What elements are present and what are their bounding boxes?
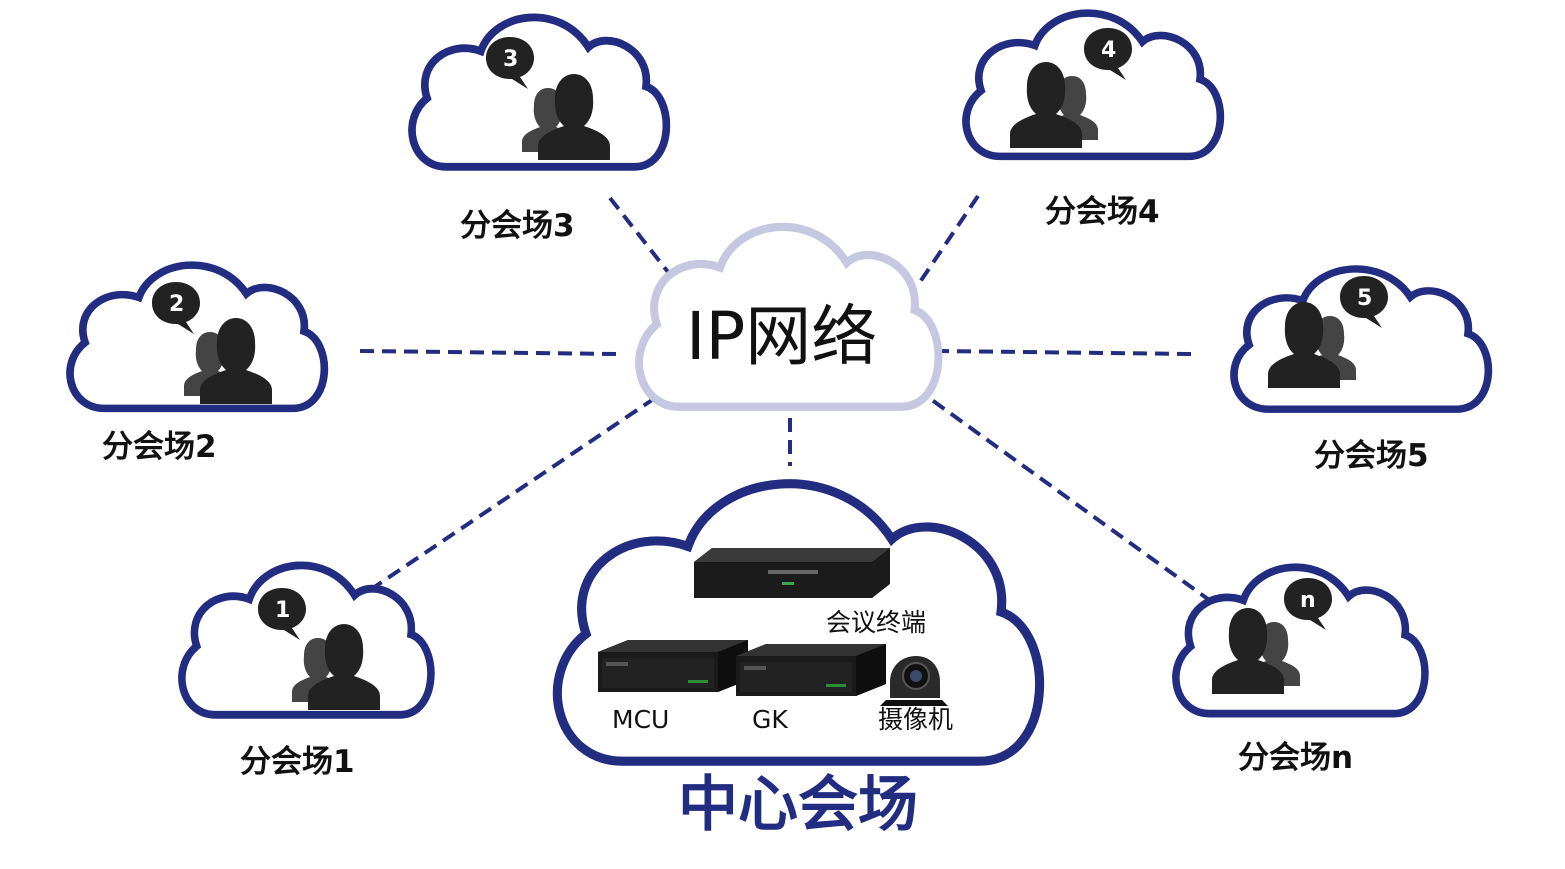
site-4: 4 分会场4 [966,13,1220,230]
center-site: 会议终端 MCU GK 摄像机 中心会场 [557,484,1039,840]
gk-label: GK [752,705,788,734]
connector-site5 [934,349,1194,356]
speech-bubble-icon: 1 [258,588,306,640]
conference-terminal-icon [694,548,890,598]
svg-text:5: 5 [1357,286,1372,311]
site-4-label: 分会场4 [1045,194,1160,230]
speech-bubble-icon: 4 [1084,28,1132,80]
ip-network-cloud: IP网络 [639,227,938,407]
mcu-label: MCU [612,705,669,734]
site-1: 1 分会场1 [182,565,431,780]
connector-lines [359,194,1214,604]
mcu-server-icon [598,640,748,692]
svg-text:n: n [1300,588,1316,613]
speech-bubble-icon: n [1284,578,1332,630]
svg-text:2: 2 [169,292,184,317]
site-2: 2 分会场2 [70,265,324,465]
connector-site2 [359,349,619,356]
connector-siten [923,393,1214,604]
site-3: 3 分会场3 [412,17,666,244]
speech-bubble-icon: 2 [152,282,200,334]
site-n-label: 分会场n [1238,740,1353,776]
svg-text:1: 1 [275,598,290,623]
connector-site3 [608,196,670,274]
terminal-label: 会议终端 [826,608,926,637]
gk-server-icon [736,644,886,696]
speech-bubble-icon: 3 [486,37,534,89]
site-n: n 分会场n [1176,567,1425,776]
site-2-label: 分会场2 [102,429,217,465]
site-1-label: 分会场1 [240,744,355,780]
connector-site1 [368,398,654,592]
connector-site4 [918,194,980,284]
camera-label: 摄像机 [878,705,953,734]
center-title: 中心会场 [678,770,918,840]
speech-bubble-icon: 5 [1340,276,1388,328]
site-3-label: 分会场3 [460,208,575,244]
camera-icon [880,656,948,706]
site-5: 5 分会场5 [1234,269,1488,474]
svg-text:3: 3 [503,47,518,72]
ip-network-label: IP网络 [686,298,877,375]
site-5-label: 分会场5 [1314,438,1429,474]
svg-text:4: 4 [1101,38,1116,63]
